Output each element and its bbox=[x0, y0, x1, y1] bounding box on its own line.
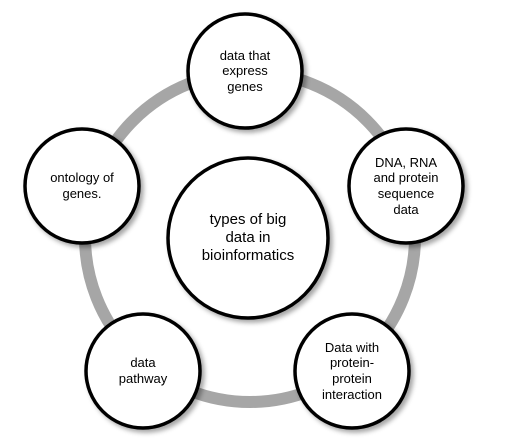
node-label-left: ontology of genes. bbox=[50, 170, 114, 201]
center-circle bbox=[166, 156, 330, 320]
center-label: types of big data in bioinformatics bbox=[201, 211, 295, 264]
node-label-right: DNA, RNA and protein sequence data bbox=[373, 154, 439, 217]
node-circle-right bbox=[347, 127, 465, 245]
node-circle-bottom-right bbox=[293, 312, 411, 430]
node-circle-left bbox=[23, 127, 141, 245]
node-circle-top bbox=[186, 12, 304, 130]
node-label-bottom-left: data pathway bbox=[118, 355, 168, 386]
node-label-bottom-right: Data with protein- protein interaction bbox=[322, 339, 382, 402]
node-label-top: data that express genes bbox=[219, 47, 271, 94]
node-circle-bottom-left bbox=[84, 312, 202, 430]
